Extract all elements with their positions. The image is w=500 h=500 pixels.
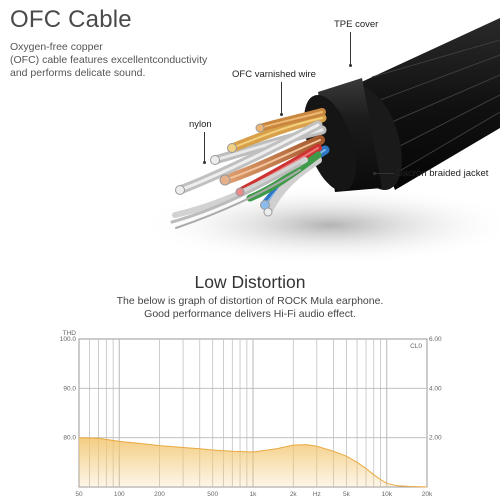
- y-right-tick-label: 4.00: [429, 385, 442, 392]
- dacron-braided-jacket-label: Dacron braided jacket: [396, 168, 489, 179]
- ofc-wire-leader: [281, 82, 282, 114]
- strand-tips: [175, 123, 273, 217]
- low-distortion-title: Low Distortion: [194, 272, 306, 292]
- tpe-cover-leader-dot: [349, 64, 352, 67]
- chart-labels: 50 100 200 500 1k 2k Hz 5k 10k 20k 100.0 90.0 80.0 6.…: [60, 330, 442, 498]
- tpe-cover-leader: [350, 32, 351, 65]
- right-annotation: CL0: [410, 343, 422, 350]
- cable-shadow: [140, 185, 500, 265]
- ofc-cable-description: Oxygen-free copper (OFC) cable features …: [10, 41, 240, 80]
- x-tick-label: 200: [154, 491, 165, 498]
- x-tick-label: 100: [114, 491, 125, 498]
- chart-area-layer: [78, 437, 428, 488]
- low-distortion-description: The below is graph of distortion of ROCK…: [0, 295, 500, 321]
- x-tick-label: 5k: [343, 491, 351, 498]
- y-left-tick-label: 90.0: [63, 385, 76, 392]
- ofc-desc-line-1: Oxygen-free copper: [10, 41, 103, 53]
- y-left-tick-label: 80.0: [63, 435, 76, 442]
- ld-desc-line-1: The below is graph of distortion of ROCK…: [116, 295, 384, 307]
- x-tick-label: 1k: [250, 491, 258, 498]
- tpe-cover-label: TPE cover: [334, 19, 379, 30]
- cable-illustration: [140, 18, 500, 265]
- dacron-leader: [375, 173, 394, 174]
- x-tick-label: 500: [207, 491, 218, 498]
- x-tick-label: 50: [75, 491, 83, 498]
- ofc-desc-line-3: and performs delicate sound.: [10, 67, 146, 79]
- braid-texture: [371, 39, 500, 173]
- x-tick-label: 2k: [290, 491, 298, 498]
- nylon-leader: [204, 132, 205, 162]
- x-tick-label: 10k: [381, 491, 392, 498]
- wire-strands: [170, 108, 330, 229]
- distortion-chart: 50 100 200 500 1k 2k Hz 5k 10k 20k 100.0 90.0 80.0 6.…: [60, 330, 442, 498]
- y-left-tick-label: 100.0: [60, 336, 77, 343]
- y-right-tick-label: 6.00: [429, 336, 442, 343]
- nylon-leader-dot: [203, 161, 206, 164]
- distortion-area: [79, 437, 427, 487]
- nylon-label: nylon: [189, 119, 212, 130]
- y-right-tick-label: 2.00: [429, 435, 442, 442]
- ld-desc-line-2: Good performance delivers Hi-Fi audio ef…: [144, 308, 356, 320]
- dacron-leader-dot: [373, 172, 376, 175]
- distortion-line: [78, 437, 428, 488]
- x-tick-label: 20k: [422, 491, 433, 498]
- y-axis-label: THD: [63, 330, 77, 337]
- ofc-cable-title: OFC Cable: [10, 6, 132, 33]
- ofc-wire-leader-dot: [280, 113, 283, 116]
- x-tick-label: Hz: [313, 491, 321, 498]
- ofc-desc-line-2: (OFC) cable features excellentconductivi…: [10, 54, 208, 66]
- ofc-varnished-wire-label: OFC varnished wire: [232, 69, 316, 80]
